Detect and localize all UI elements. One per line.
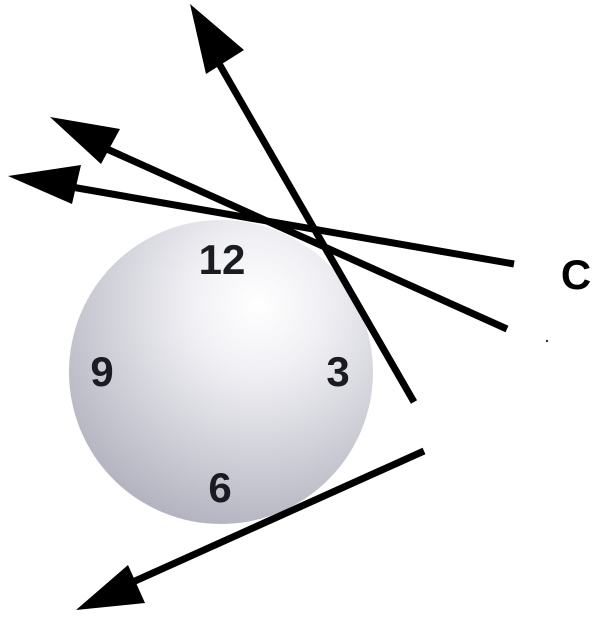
ball: 12 3 6 9 <box>69 220 373 524</box>
clock-number-12: 12 <box>199 236 246 283</box>
clock-number-3: 3 <box>326 348 349 395</box>
arrow-shaft <box>96 141 509 333</box>
arrow-up-steep <box>190 4 418 404</box>
arrow-head-icon <box>8 165 81 204</box>
speck <box>545 339 549 343</box>
clock-number-6: 6 <box>208 464 231 511</box>
arrow-shaft <box>122 447 426 590</box>
arrow-head-icon <box>76 565 145 610</box>
arrow-left <box>8 165 515 268</box>
arrow-head-icon <box>190 4 244 74</box>
arrow-shaft <box>59 181 515 268</box>
arrow-down-left <box>76 447 426 610</box>
clock-number-9: 9 <box>90 348 113 395</box>
arrows <box>8 4 515 610</box>
arrow-up-left <box>50 117 509 333</box>
arrow-shaft <box>206 46 418 404</box>
label-c: C <box>561 251 591 298</box>
ball-sphere <box>69 220 373 524</box>
arrow-head-icon <box>50 117 120 164</box>
